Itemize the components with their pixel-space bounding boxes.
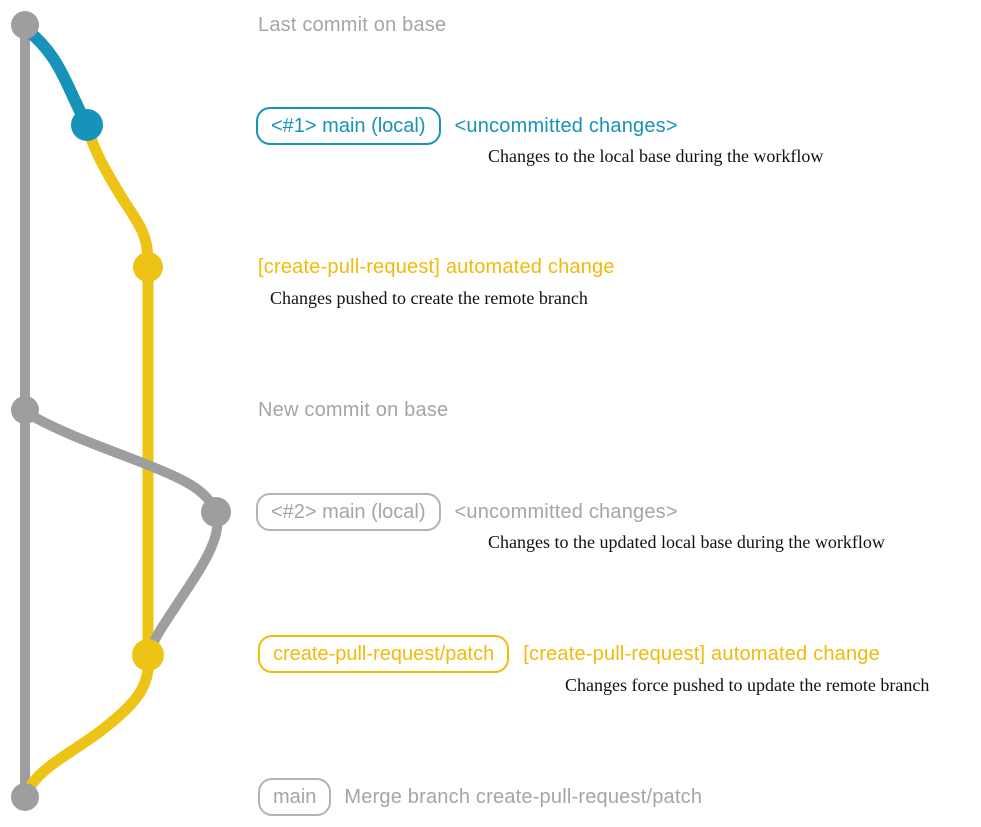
row-main-local-2: <#2> main (local) <uncommitted changes> [256,493,678,531]
row-create-pull-request-patch: create-pull-request/patch [create-pull-r… [258,635,880,673]
badge-main-local-1: <#1> main (local) [256,107,441,145]
commit-graph [11,11,231,811]
label-new-commit-on-base: New commit on base [258,399,449,421]
title-uncommitted-changes-1: <uncommitted changes> [454,114,678,137]
local-main-branch-line [21,24,93,131]
commit-automated-change-1 [133,252,163,282]
commit-merge [11,783,39,811]
note-updated-local-base-changes: Changes to the updated local base during… [488,532,885,552]
commit-new-on-base [11,396,39,424]
badge-main: main [258,778,332,816]
note-local-base-changes: Changes to the local base during the wor… [488,146,824,166]
commit-automated-change-2 [132,639,164,671]
label-last-commit-on-base: Last commit on base [258,14,447,36]
badge-create-pull-request-patch: create-pull-request/patch [258,635,510,673]
title-merge-branch: Merge branch create-pull-request/patch [344,785,703,808]
commit-uncommitted-changes-2 [201,497,231,527]
title-automated-change-2: [create-pull-request] automated change [523,642,880,665]
commit-uncommitted-changes-1 [71,109,103,141]
title-automated-change-1: [create-pull-request] automated change [258,256,615,278]
rebased-local-branch-line [20,407,223,657]
row-merge: main Merge branch create-pull-request/pa… [258,778,702,816]
badge-main-local-2: <#2> main (local) [256,493,441,531]
title-uncommitted-changes-2: <uncommitted changes> [454,500,678,523]
row-main-local-1: <#1> main (local) <uncommitted changes> [256,107,678,145]
note-changes-pushed: Changes pushed to create the remote bran… [270,288,588,308]
note-changes-force-pushed: Changes force pushed to update the remot… [565,675,930,695]
commit-last-on-base [11,11,39,39]
